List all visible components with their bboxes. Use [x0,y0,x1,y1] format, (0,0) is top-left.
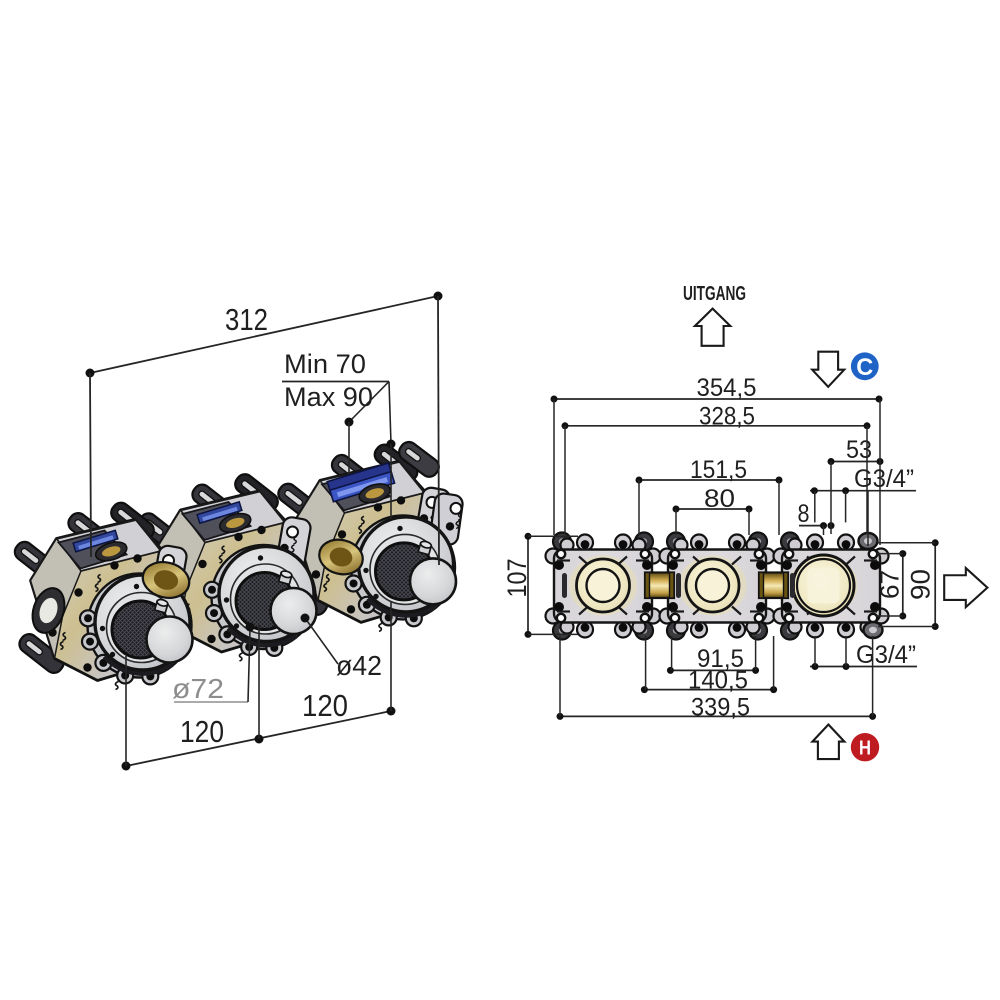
svg-text:354,5: 354,5 [697,374,757,402]
svg-text:Min 70: Min 70 [284,349,366,379]
svg-text:8: 8 [798,500,810,528]
svg-text:G3/4”: G3/4” [854,465,914,493]
svg-text:UITGANG: UITGANG [683,283,746,305]
svg-text:312: 312 [225,302,268,337]
svg-text:151,5: 151,5 [690,456,747,484]
svg-text:107: 107 [502,559,532,598]
svg-text:140,5: 140,5 [688,667,748,695]
svg-text:C: C [856,354,873,381]
svg-text:91,5: 91,5 [697,645,744,673]
svg-text:H: H [859,737,871,759]
svg-text:80: 80 [704,485,735,513]
svg-text:120: 120 [180,714,224,749]
svg-text:G3/4”: G3/4” [856,641,916,669]
svg-text:ø72: ø72 [172,673,224,704]
svg-text:67: 67 [875,570,905,599]
svg-text:120: 120 [302,688,348,723]
svg-text:328,5: 328,5 [699,403,755,431]
svg-text:53: 53 [846,436,872,464]
svg-text:ø42: ø42 [336,650,382,681]
svg-text:90: 90 [906,569,936,600]
svg-text:339,5: 339,5 [691,694,750,722]
svg-text:Max 90: Max 90 [284,382,373,412]
